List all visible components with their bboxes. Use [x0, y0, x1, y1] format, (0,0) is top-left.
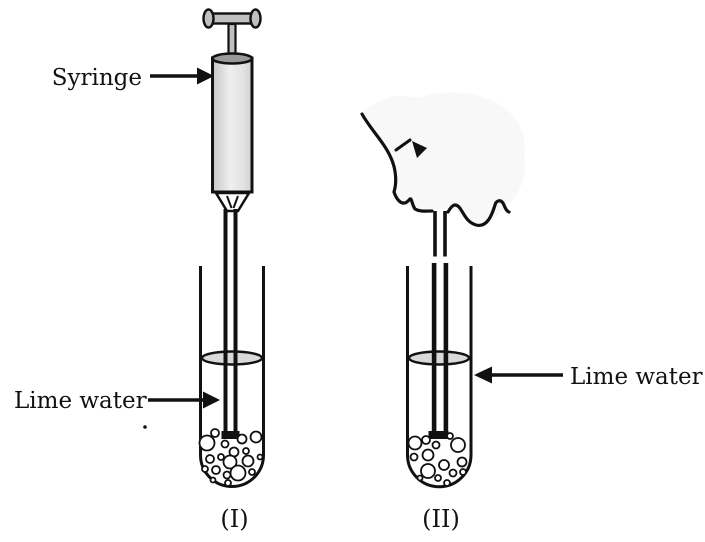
bubble [210, 428, 220, 438]
eye-icon [394, 138, 427, 158]
arrow-head-left-icon [474, 366, 492, 384]
bubble [420, 463, 436, 479]
bubble [211, 465, 221, 475]
test-tube-1 [199, 266, 265, 488]
tube-overlay-left [223, 350, 228, 434]
tube2-line-right [443, 263, 449, 433]
eyebrow-line [394, 138, 412, 152]
bubble [224, 479, 232, 487]
eye-triangle [412, 141, 427, 158]
tube-line-right [233, 209, 238, 433]
face-fill [362, 92, 526, 226]
arrow-lime-water-2 [474, 366, 563, 384]
face-profile-stroke-right [446, 199, 511, 228]
barrel-body [211, 56, 254, 194]
bubble [222, 454, 238, 470]
bubble [448, 468, 458, 478]
bubble [434, 474, 442, 482]
syringe-nozzle [213, 191, 252, 213]
bubble [459, 468, 467, 476]
label-syringe-group: Syringe [52, 65, 214, 91]
bubble [217, 453, 225, 461]
bubble [446, 432, 454, 440]
bubble [201, 465, 209, 473]
tube2-line-left [431, 263, 437, 433]
bubble [220, 439, 230, 449]
bubbles-1 [198, 428, 264, 487]
face-outline [360, 92, 526, 228]
bubble [209, 476, 217, 484]
tube-tip [221, 431, 240, 439]
bubble [416, 474, 424, 482]
tube2-tip [428, 431, 449, 439]
caption-setup1: (I) [220, 505, 248, 533]
face-profile-stroke-left [360, 112, 434, 213]
bubble [229, 464, 247, 482]
bubble [249, 430, 263, 444]
bubble [438, 459, 450, 471]
bubble [198, 434, 216, 452]
stray-dot [143, 425, 147, 429]
tube-overlay-right [233, 350, 238, 434]
bubble [205, 454, 215, 464]
handle-bar [208, 12, 256, 25]
lime-water-1-label: Lime water [14, 388, 147, 414]
handle-cap-right [249, 8, 262, 29]
syringe-label: Syringe [52, 65, 142, 91]
bubble [222, 470, 232, 480]
delivery-tube-2 [428, 263, 449, 439]
mouth-tube-left [433, 211, 437, 257]
liquid-surface-2 [407, 350, 471, 366]
mouth-tube [433, 211, 447, 257]
arrow-head-right-icon [203, 391, 220, 409]
label-lime-water-1-group: Lime water [14, 388, 220, 429]
handle-cap-left [202, 8, 215, 29]
bubble [431, 440, 441, 450]
nozzle-channel [226, 195, 239, 209]
bubble [256, 453, 264, 461]
bubble [236, 433, 248, 445]
nozzle-taper [213, 191, 252, 213]
bubbles-2 [407, 432, 468, 487]
bubble [450, 437, 466, 453]
bubble [456, 456, 468, 468]
tube-line-left [223, 209, 228, 433]
bubble [421, 435, 431, 445]
syringe-assembly [202, 8, 262, 439]
barrel-top [211, 52, 254, 65]
caption-setup2: (II) [422, 505, 460, 533]
bubble [443, 479, 451, 487]
label-lime-water-2-group: Lime water [474, 364, 703, 390]
test-tube-2 [406, 266, 473, 489]
bubble [407, 435, 423, 451]
syringe-barrel [211, 52, 254, 194]
syringe-delivery-tube [221, 209, 240, 439]
bubble [242, 447, 250, 455]
lime-water-2-label: Lime water [570, 364, 703, 390]
bubble [248, 468, 256, 476]
bubble [421, 448, 435, 462]
mouth-tube-right [443, 211, 447, 257]
bubble [409, 452, 419, 462]
arrow-head-right-icon [197, 67, 214, 85]
liquid-surface-1 [200, 350, 264, 366]
syringe-plunger-handle [202, 8, 262, 60]
arrow-syringe [150, 67, 214, 85]
arrow-lime-water-1 [148, 391, 220, 409]
bubble [241, 454, 255, 468]
